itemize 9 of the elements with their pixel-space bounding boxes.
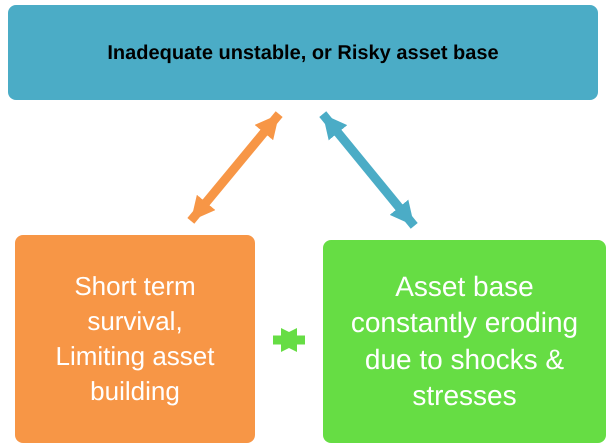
box-label: Asset base constantly eroding due to shocks & stresses [350,270,580,413]
box-label: Inadequate unstable, or Risky asset base [107,40,499,64]
double-arrow [319,111,418,229]
process-box [8,5,598,100]
process-box [323,240,606,443]
double-arrow [187,111,283,224]
double-arrow [273,328,305,352]
process-box [15,235,255,443]
box-label: Short term survival, Limiting asset building [54,270,216,408]
